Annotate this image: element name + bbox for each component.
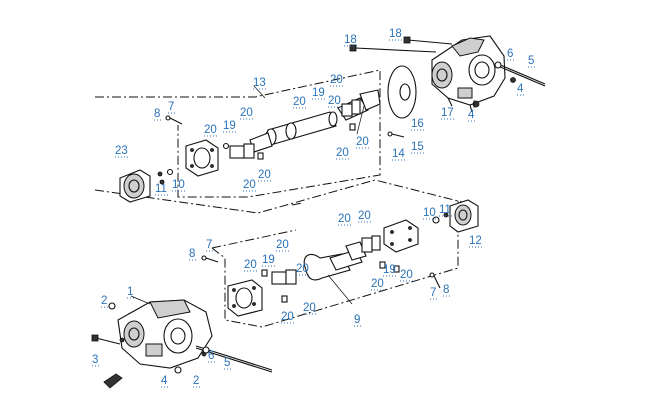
label-2: 2 [101, 295, 107, 307]
label-13: 13 [253, 77, 266, 89]
label-14: 14 [392, 148, 405, 160]
label-20: 20 [400, 269, 413, 281]
front-long-bolts [91, 334, 273, 373]
rear-propeller-shaft [229, 89, 381, 159]
coupling-12 [432, 199, 479, 233]
part-labels: 18 18 6 5 4 4 17 13 20 20 19 20 20 7 8 1… [92, 28, 535, 388]
label-4: 4 [517, 83, 524, 95]
label-16: 16 [411, 118, 424, 130]
label-5: 5 [224, 357, 230, 369]
label-20: 20 [330, 74, 343, 86]
label-20: 20 [296, 263, 309, 275]
label-7: 7 [168, 101, 174, 113]
label-7: 7 [206, 239, 212, 251]
label-19: 19 [223, 120, 236, 132]
label-4: 4 [468, 109, 475, 121]
label-7: 7 [430, 287, 436, 299]
label-20: 20 [276, 239, 289, 251]
label-20: 20 [328, 95, 341, 107]
front-shaft-lower-edge [211, 229, 297, 249]
label-20: 20 [358, 210, 371, 222]
rear-long-bolts [349, 36, 546, 87]
label-20: 20 [338, 213, 351, 225]
front-differential [108, 299, 213, 374]
label-8: 8 [189, 248, 195, 260]
label-20: 20 [356, 136, 369, 148]
label-20: 20 [204, 124, 217, 136]
assembly-boundaries [94, 69, 476, 328]
label-6: 6 [507, 48, 513, 60]
label-5: 5 [528, 55, 534, 67]
rear-to-front-separator [94, 179, 476, 214]
rear-flange [185, 139, 230, 177]
mount-bracket [103, 373, 123, 389]
label-19: 19 [262, 254, 275, 266]
label-12: 12 [469, 235, 482, 247]
label-8: 8 [443, 284, 449, 296]
label-10: 10 [423, 207, 436, 219]
label-6: 6 [208, 350, 214, 362]
label-20: 20 [240, 107, 253, 119]
label-8: 8 [154, 108, 160, 120]
label-20: 20 [281, 311, 294, 323]
front-shaft-boundary [211, 200, 459, 328]
front-flange [227, 279, 263, 317]
label-20: 20 [371, 278, 384, 290]
label-19: 19 [383, 264, 396, 276]
label-23: 23 [115, 145, 128, 157]
label-11: 11 [155, 183, 167, 195]
label-20: 20 [336, 147, 349, 159]
label-4: 4 [161, 375, 168, 387]
front-propeller-shaft [271, 219, 419, 285]
label-18: 18 [344, 34, 357, 46]
leader-lines [130, 85, 475, 305]
label-20: 20 [303, 302, 316, 314]
label-18: 18 [389, 28, 402, 40]
label-10: 10 [172, 179, 185, 191]
coupling-23 [119, 168, 174, 203]
rear-differential [431, 35, 516, 113]
brake-disc [387, 65, 417, 119]
label-17: 17 [441, 107, 454, 119]
rear-hardware [165, 115, 405, 160]
label-20: 20 [243, 179, 256, 191]
label-2: 2 [193, 375, 199, 387]
label-20: 20 [293, 96, 306, 108]
label-1: 1 [127, 286, 133, 298]
label-11: 11 [439, 204, 451, 216]
label-15: 15 [411, 141, 424, 153]
break-mark [291, 202, 303, 206]
label-3: 3 [92, 354, 98, 366]
label-19: 19 [312, 87, 325, 99]
label-20: 20 [258, 169, 271, 181]
label-20: 20 [244, 259, 257, 271]
front-hardware [201, 255, 441, 303]
label-9: 9 [354, 314, 360, 326]
rear-shaft-boundary [95, 69, 381, 198]
